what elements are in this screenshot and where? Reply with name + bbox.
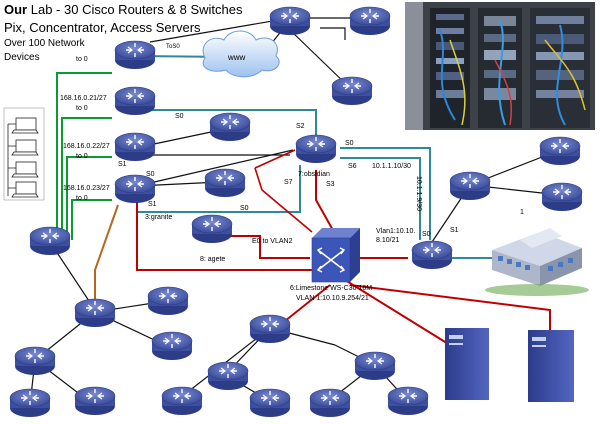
router-icon <box>354 351 396 381</box>
misc-label: 1 <box>520 209 524 216</box>
iface-label: S0 <box>146 171 155 178</box>
diagram-title: Our Lab - 30 Cisco Routers & 8 Switches <box>4 2 242 17</box>
iface-label: S0 <box>345 140 354 147</box>
vlan-label: 8.10/21 <box>376 237 399 244</box>
router-icon <box>74 386 116 416</box>
iface-label: S1 <box>450 227 459 234</box>
router-icon <box>207 361 249 391</box>
subtitle-line-3: Over 100 Network <box>4 38 85 49</box>
internet-cloud <box>202 30 280 78</box>
iface-label: S6 <box>348 163 357 170</box>
subtitle-line: Pix, Concentrator, Access Servers <box>4 20 201 35</box>
building <box>485 228 589 296</box>
router-icon <box>541 182 583 212</box>
net-label: 168.16.0.21/27 <box>60 95 107 102</box>
to0-label: to 0 <box>76 105 88 112</box>
to0-label: to 0 <box>76 56 88 63</box>
router-icon <box>411 240 453 270</box>
router-icon <box>249 314 291 344</box>
router-icon <box>9 388 51 418</box>
iface-label: S0 <box>175 113 184 120</box>
router-icon <box>539 136 581 166</box>
router-agete-icon <box>191 214 233 244</box>
router-icon <box>74 298 116 328</box>
core-switch <box>311 228 360 283</box>
router-icon <box>114 40 156 70</box>
switch-name: 6:Limestone WS-C30 16M <box>290 285 372 292</box>
iface-label: S3 <box>326 181 335 188</box>
router-icon <box>331 76 373 106</box>
net-label: 10.1.1.9/30 <box>415 176 422 211</box>
iface-label: S7 <box>284 179 293 186</box>
router-icon <box>349 6 391 36</box>
router-icon <box>387 386 429 416</box>
router-name: 8: agete <box>200 256 225 263</box>
router-icon <box>114 132 156 162</box>
router-icon <box>269 6 311 36</box>
router-icon <box>309 388 351 418</box>
subtitle-line-4: Devices <box>4 52 40 63</box>
router-icon <box>209 112 251 142</box>
to0-label: to 0 <box>76 153 88 160</box>
net-label: 168.16.0.23/27 <box>63 185 110 192</box>
to0-label: to 0 <box>76 195 88 202</box>
iface-label: S0 <box>422 231 431 238</box>
iface-label: S1 <box>118 161 127 168</box>
router-granite-icon <box>114 174 156 204</box>
servers <box>445 328 574 402</box>
router-icon <box>151 331 193 361</box>
server-tower-1 <box>445 328 489 400</box>
iface-label: S1 <box>148 201 157 208</box>
router-icon <box>29 226 71 256</box>
router-icon <box>449 171 491 201</box>
router-icon <box>249 388 291 418</box>
iface-label: S0 <box>240 205 249 212</box>
router-icon <box>147 286 189 316</box>
net-label: 10.1.1.10/30 <box>372 163 411 170</box>
title-bold: Our <box>4 2 28 17</box>
net-label: 168.16.0.22/27 <box>63 143 110 150</box>
laptop-stack <box>3 107 45 201</box>
link-label: E0 to VLAN2 <box>252 238 293 245</box>
vlan-label: Vlan1:10.10. <box>376 228 415 235</box>
photo-rack-area <box>405 2 595 130</box>
switch-vlan: VLAN 1:10.10.9.254/21 <box>296 295 369 302</box>
router-name: 3:granite <box>145 214 172 221</box>
title-rest: Lab - 30 Cisco Routers & 8 Switches <box>30 2 243 17</box>
router-icon <box>114 86 156 116</box>
www-label: www <box>227 53 246 62</box>
router-icon <box>14 346 56 376</box>
router-name: 7:obsidian <box>298 171 330 178</box>
iface-label: S2 <box>296 123 305 130</box>
router-icon <box>161 386 203 416</box>
router-obsidian-icon <box>295 134 337 164</box>
router-icon <box>204 168 246 198</box>
server-tower-2 <box>528 330 574 402</box>
trunc-label: ToS0 <box>166 44 180 50</box>
labels: www ToS0 to 0 168.16.0.21/27 to 0 168.16… <box>60 44 524 302</box>
